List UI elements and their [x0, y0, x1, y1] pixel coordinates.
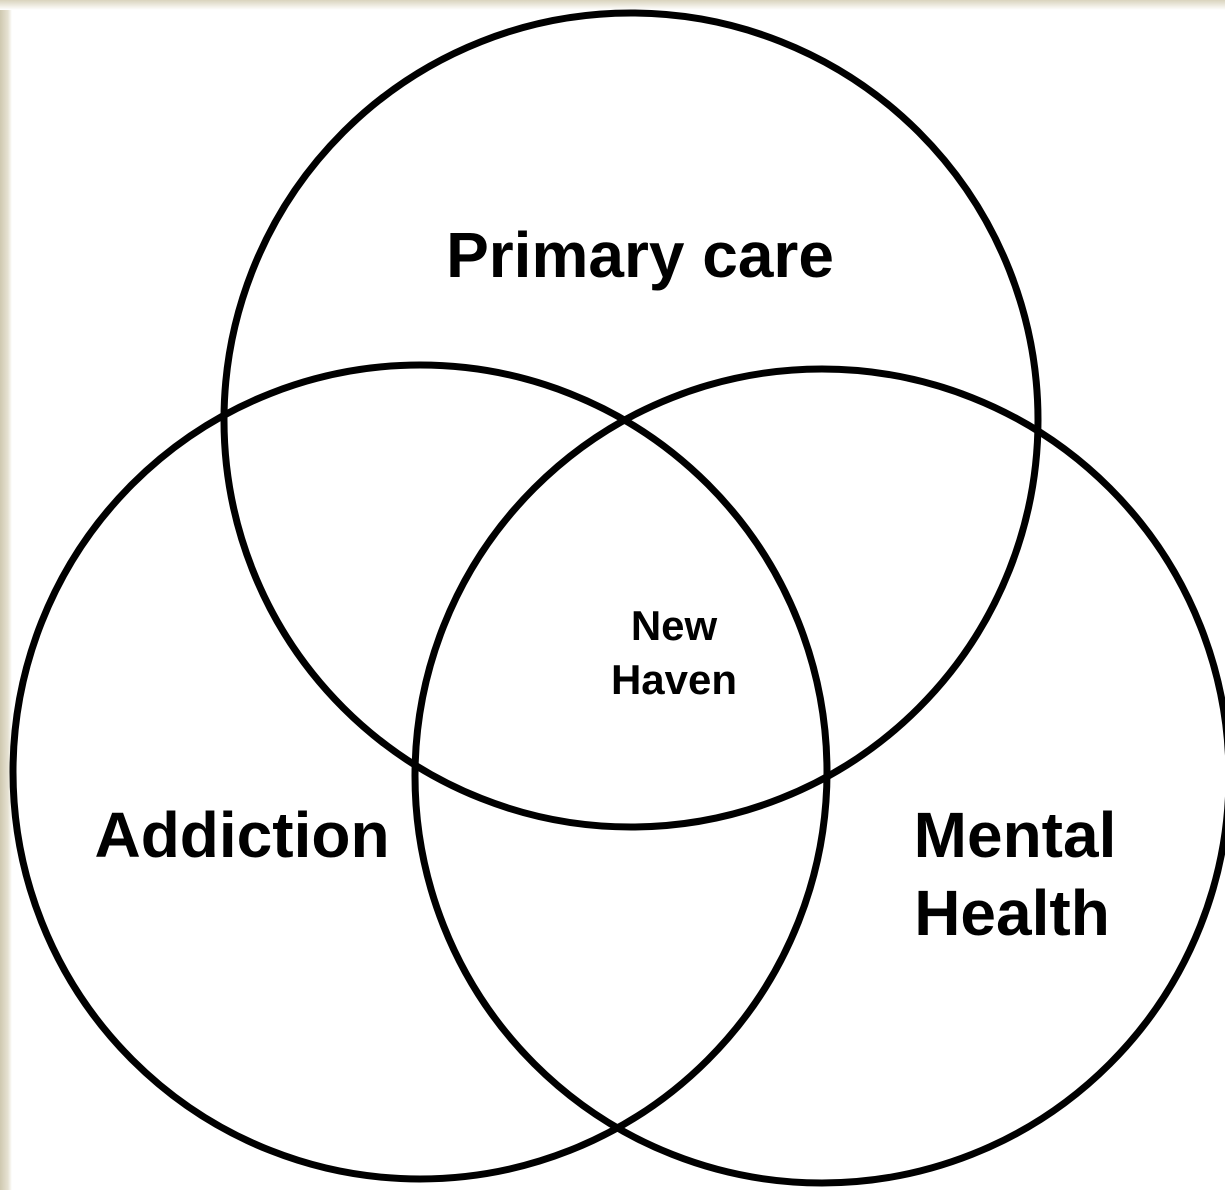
mental-health-circle [411, 365, 1225, 1187]
mental-health-label-line2: Health [914, 877, 1110, 949]
primary-care-circle [220, 9, 1042, 831]
center-label-line2: Haven [611, 656, 737, 703]
addiction-circle [9, 361, 831, 1183]
background-photo-strip [0, 0, 1225, 10]
center-label-line1: New [631, 602, 718, 649]
primary-care-label: Primary care [446, 219, 834, 291]
mental-health-label-line1: Mental [914, 799, 1117, 871]
addiction-label: Addiction [94, 799, 389, 871]
